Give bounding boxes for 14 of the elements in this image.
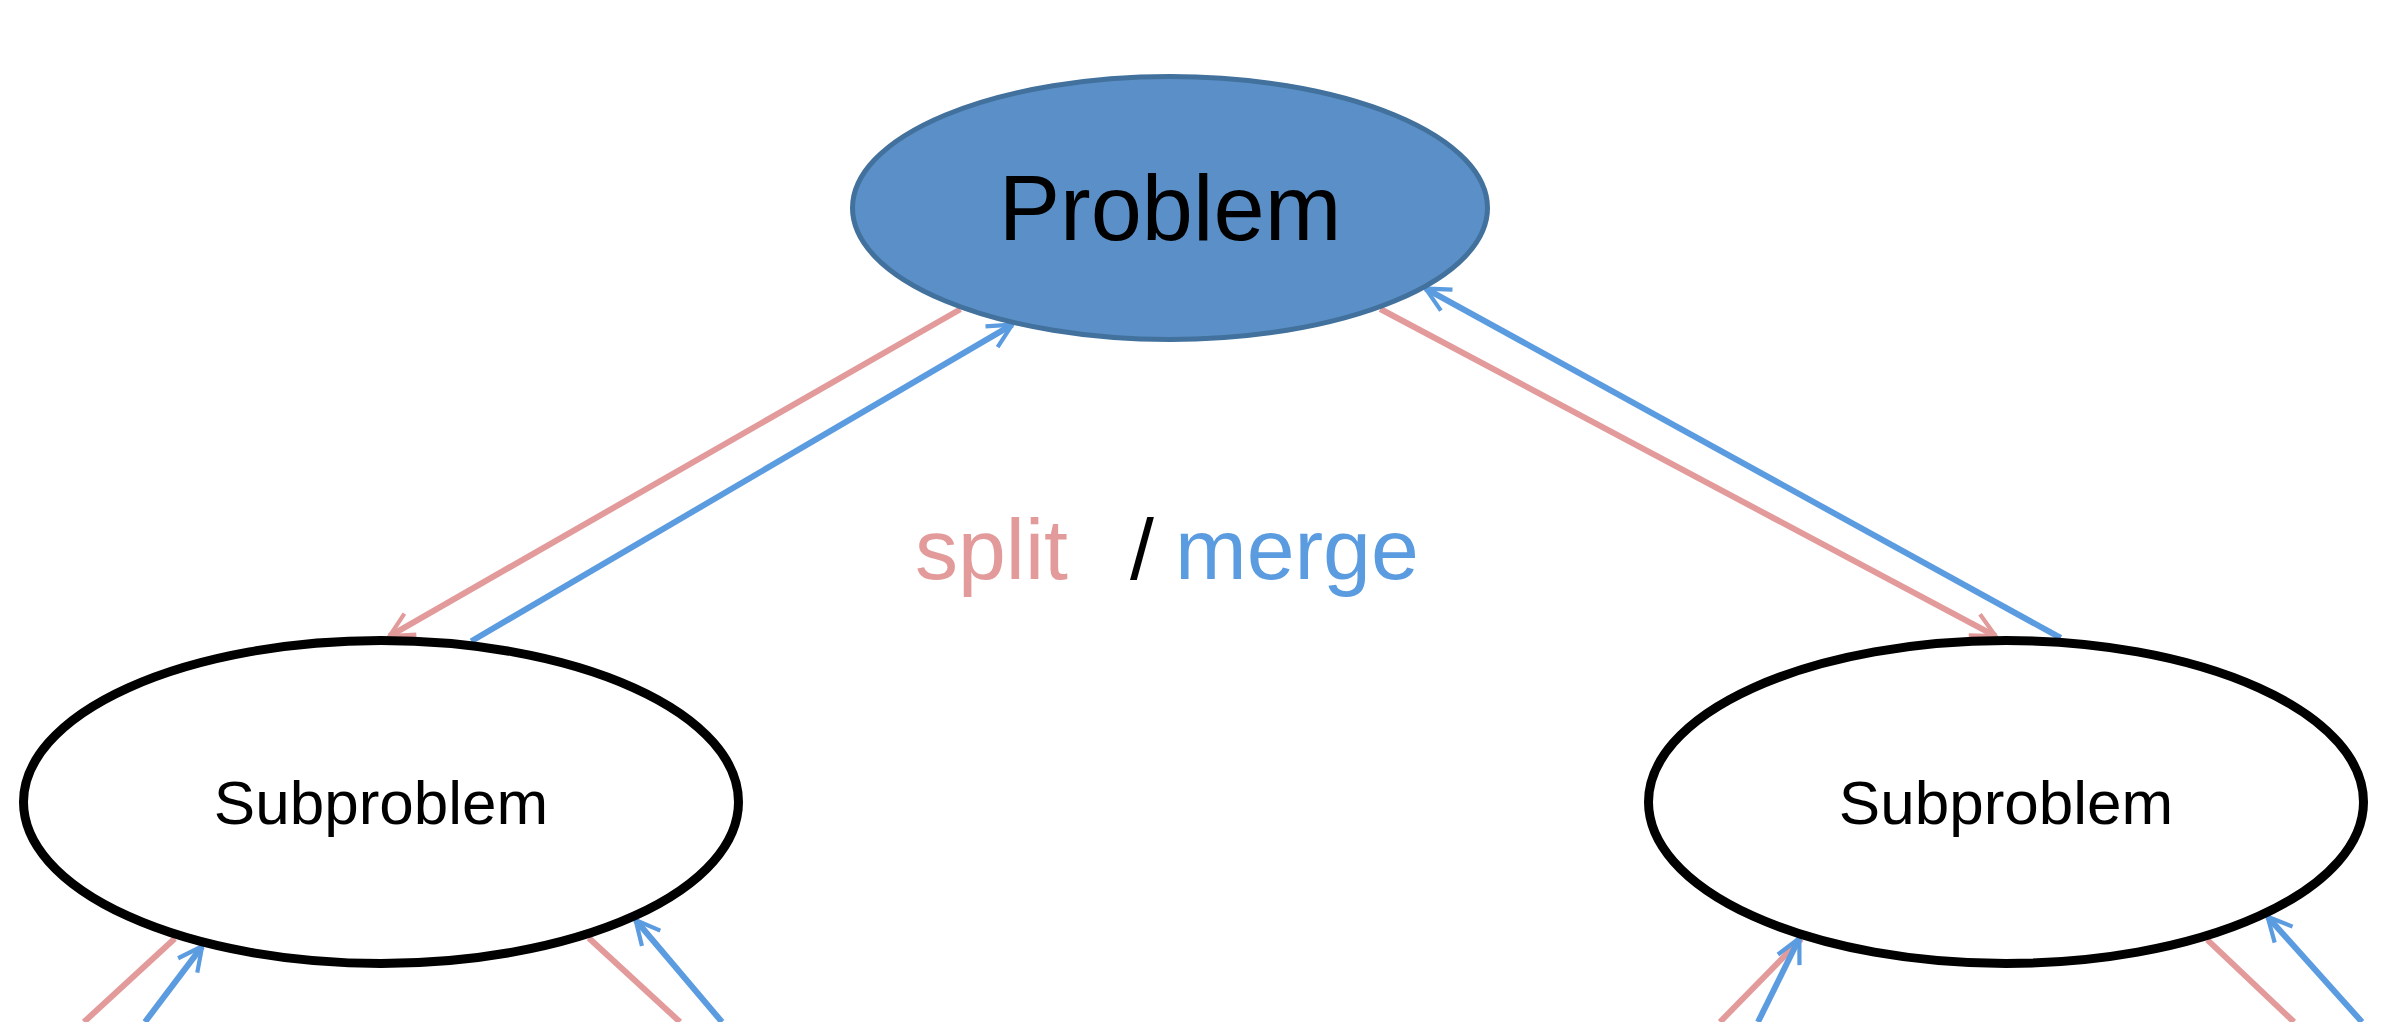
node-label: Subproblem (1838, 766, 2174, 838)
arrow (469, 322, 1015, 644)
arrow (633, 917, 725, 1022)
arrow (2265, 914, 2365, 1022)
arrow (1423, 285, 2063, 641)
arrow (142, 944, 205, 1022)
arrow (387, 306, 962, 639)
arrow (1755, 936, 1803, 1022)
node-label: Subproblem (213, 766, 549, 838)
node-label: Problem (998, 155, 1342, 261)
separator-label: / (1130, 500, 1154, 599)
split-label: split (915, 500, 1068, 599)
arrow (1378, 306, 1998, 639)
merge-label: merge (1175, 500, 1419, 599)
